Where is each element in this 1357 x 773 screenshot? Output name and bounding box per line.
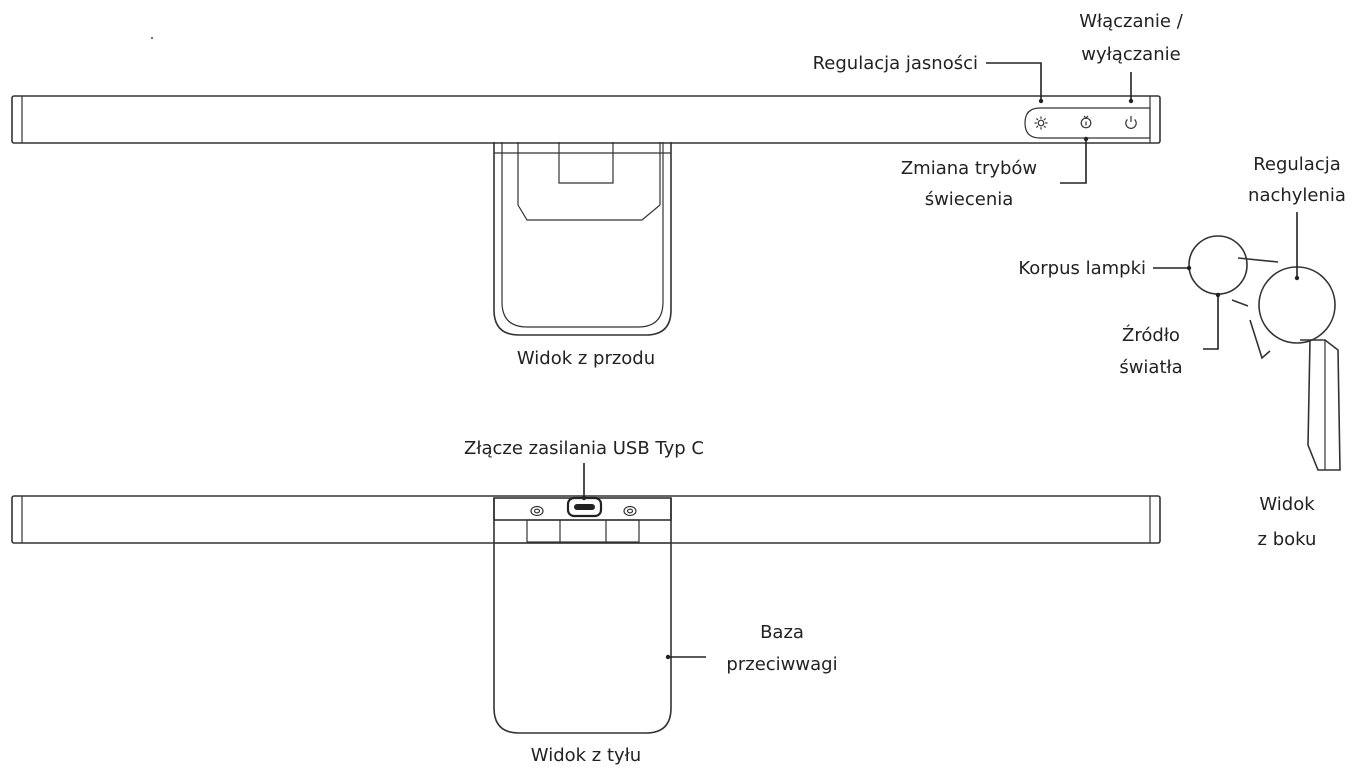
front-light-bar <box>11 95 1161 144</box>
counterweight-base <box>493 498 672 734</box>
side-view-caption-line2: z boku <box>1258 529 1317 550</box>
tilt-label-line1: Regulacja <box>1253 154 1341 175</box>
light-source-leader <box>1203 295 1219 350</box>
rear-view: Złącze zasilania USB Typ C Baza przeciww… <box>11 438 1161 766</box>
mode-label-line1: Zmiana trybów <box>901 158 1037 179</box>
front-clamp <box>493 142 672 336</box>
mode-label-line2: świecenia <box>925 189 1014 210</box>
power-label-line2: wyłączanie <box>1081 44 1180 65</box>
side-view: Korpus lampki Źródło światła Regulacja n… <box>1018 154 1346 550</box>
front-view: Regulacja jasności Włączanie / wyłączani… <box>11 11 1184 369</box>
rear-view-caption: Widok z tyłu <box>531 745 641 766</box>
power-label-line1: Włączanie / <box>1079 11 1184 32</box>
lamp-body-circle <box>1188 235 1248 295</box>
mode-leader <box>1060 139 1087 184</box>
counterweight-label-line2: przeciwwagi <box>726 654 837 675</box>
brightness-label: Regulacja jasności <box>813 53 978 74</box>
brightness-leader <box>986 62 1042 101</box>
side-view-caption-line1: Widok <box>1259 494 1315 515</box>
screw-left <box>530 505 544 517</box>
light-source-label-line2: światła <box>1119 357 1182 378</box>
screw-right <box>623 505 637 517</box>
lamp-body-label: Korpus lampki <box>1018 258 1146 279</box>
counterweight-label-line1: Baza <box>760 622 804 643</box>
usb-label: Złącze zasilania USB Typ C <box>464 438 704 459</box>
stray-dot <box>151 37 153 39</box>
rear-clamp-plate <box>493 496 672 544</box>
bulb-icon[interactable] <box>1080 115 1092 129</box>
control-strip <box>1024 107 1151 139</box>
usb-c-port-icon <box>566 496 603 518</box>
tilt-label-line2: nachylenia <box>1248 185 1346 206</box>
sun-icon[interactable] <box>1034 116 1048 130</box>
front-view-caption: Widok z przodu <box>517 348 655 369</box>
power-icon[interactable] <box>1125 116 1137 129</box>
light-source-label-line1: Źródło <box>1122 324 1180 346</box>
